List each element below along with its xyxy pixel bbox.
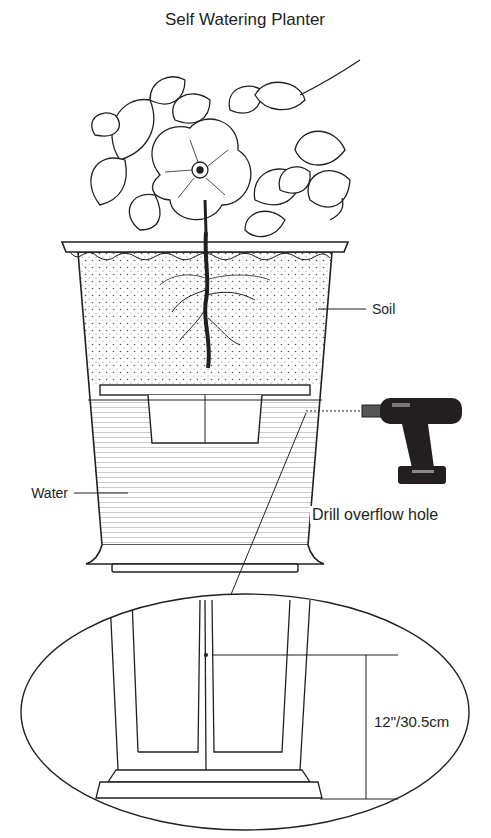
pedestal-detail (96, 600, 322, 798)
leader-line (318, 309, 366, 310)
dimension-lines (212, 655, 398, 799)
part-label: Water (29, 485, 70, 501)
plant-root (160, 232, 270, 368)
drill-bit (306, 410, 362, 411)
instruction-label: Drill overflow hole (310, 506, 440, 524)
power-drill (362, 398, 462, 484)
diagram-title: Self Watering Planter (165, 10, 325, 30)
wicking-cup (148, 395, 262, 443)
leader-line (74, 493, 128, 494)
reservoir-tray (100, 385, 310, 395)
dimension-label: 12"/30.5cm (372, 713, 451, 730)
zoom-oval (21, 594, 469, 830)
part-label: Soil (370, 301, 397, 317)
petunia-plant (91, 60, 360, 237)
